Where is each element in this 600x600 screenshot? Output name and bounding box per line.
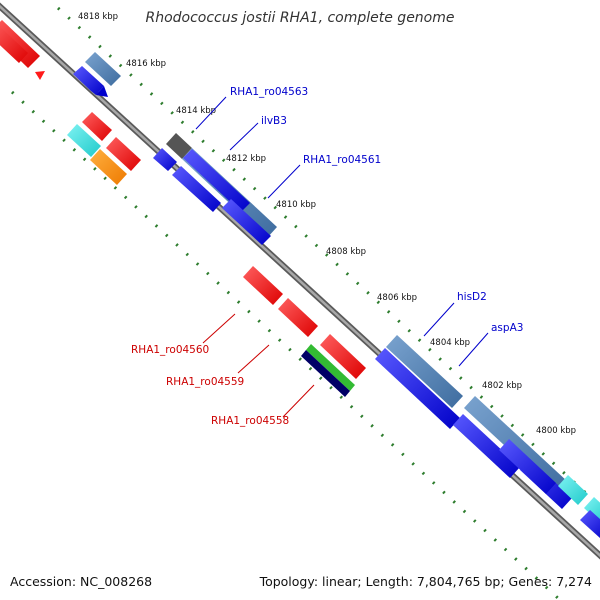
- gene-label-RHA1_ro04560[interactable]: RHA1_ro04560: [131, 344, 209, 356]
- tick-guide-upper: [56, 6, 600, 508]
- leader-line: [202, 313, 236, 344]
- gene-label-RHA1_ro04558[interactable]: RHA1_ro04558: [211, 415, 289, 427]
- reverse-strand-genes: [0, 24, 366, 397]
- kbp-tick-label: 4810 kbp: [276, 200, 316, 210]
- gene-feature[interactable]: [499, 439, 556, 494]
- genome-title: Rhodococcus jostii RHA1, complete genome: [145, 10, 455, 26]
- kbp-tick-label: 4802 kbp: [482, 381, 522, 391]
- leader-line: [237, 344, 270, 374]
- gene-arrowhead: [35, 71, 45, 80]
- gene-label-hisD2[interactable]: hisD2: [457, 291, 487, 303]
- gene-feature[interactable]: [320, 334, 366, 379]
- cds-bar[interactable]: [85, 52, 121, 86]
- gene-feature[interactable]: [106, 137, 141, 171]
- kbp-tick-label: 4800 kbp: [536, 426, 576, 436]
- gene-feature[interactable]: [453, 414, 520, 478]
- forward-strand-genes: [0, 20, 600, 538]
- gene-arrowhead: [96, 86, 108, 97]
- kbp-tick-label: 4818 kbp: [78, 12, 118, 22]
- gene-label-RHA1_ro04561[interactable]: RHA1_ro04561: [303, 154, 381, 166]
- kbp-tick-label: 4814 kbp: [176, 106, 216, 116]
- gene-feature[interactable]: [82, 112, 112, 141]
- leader-line: [267, 164, 301, 199]
- gene-feature[interactable]: [375, 348, 460, 429]
- gene-feature[interactable]: [222, 199, 271, 245]
- leader-line: [423, 302, 455, 337]
- gene-feature[interactable]: [172, 166, 221, 212]
- gene-feature[interactable]: [0, 24, 28, 63]
- leader-line: [458, 332, 489, 367]
- cds-bar[interactable]: [386, 335, 463, 408]
- gene-labels: RHA1_ro04563 ilvB3 RHA1_ro04561 hisD2 as…: [131, 86, 523, 427]
- leader-line: [282, 384, 315, 418]
- gene-feature[interactable]: [580, 510, 600, 538]
- gene-label-RHA1_ro04563[interactable]: RHA1_ro04563: [230, 86, 308, 98]
- cds-bar[interactable]: [464, 396, 568, 494]
- gene-feature[interactable]: [90, 149, 127, 185]
- gene-label-aspA3[interactable]: aspA3: [491, 322, 523, 334]
- gene-feature[interactable]: [166, 133, 192, 159]
- gene-feature[interactable]: [73, 66, 104, 95]
- gene-label-ilvB3[interactable]: ilvB3: [261, 115, 287, 127]
- kbp-tick-label: 4804 kbp: [430, 338, 470, 348]
- kbp-tick-label: 4816 kbp: [126, 59, 166, 69]
- gene-feature[interactable]: [153, 148, 177, 171]
- gene-feature[interactable]: [183, 149, 250, 212]
- kbp-tick-label: 4812 kbp: [226, 154, 266, 164]
- kbp-tick-label: 4808 kbp: [326, 247, 366, 257]
- gene-feature[interactable]: [243, 266, 283, 305]
- leader-line: [195, 96, 227, 130]
- gene-feature[interactable]: [67, 124, 101, 157]
- gene-feature[interactable]: [306, 344, 355, 391]
- gene-feature[interactable]: [278, 298, 318, 337]
- tick-guide-lower: [10, 90, 562, 600]
- kbp-tick-label: 4806 kbp: [377, 293, 417, 303]
- gene-feature[interactable]: [558, 475, 588, 505]
- gene-feature[interactable]: [301, 350, 350, 397]
- gene-feature[interactable]: [0, 20, 40, 68]
- gene-label-RHA1_ro04559[interactable]: RHA1_ro04559: [166, 376, 244, 388]
- accession-text: Accession: NC_008268: [10, 574, 153, 589]
- leader-line: [229, 122, 259, 151]
- genome-summary-text: Topology: linear; Length: 7,804,765 bp; …: [259, 574, 592, 589]
